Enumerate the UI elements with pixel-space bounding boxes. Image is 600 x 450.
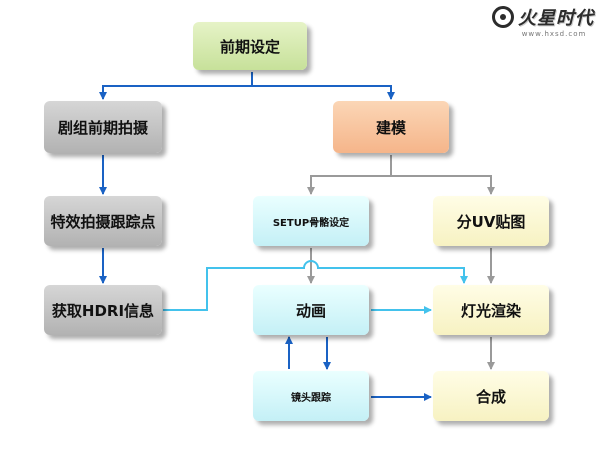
logo-name: 火星时代 — [518, 8, 594, 29]
arrow-setup-to-preshoot — [99, 72, 253, 100]
node-uv: 分UV贴图 — [433, 196, 549, 246]
node-animation: 动画 — [253, 285, 369, 335]
node-hdri: 获取HDRI信息 — [44, 285, 162, 335]
arrow-modeling-to-uv — [391, 175, 495, 195]
node-modeling: 建模 — [333, 101, 449, 153]
node-hdri-label: 获取HDRI信息 — [51, 301, 155, 320]
arrow-hdri-to-lighting — [163, 260, 468, 311]
arrow-modeling-to-rig — [307, 155, 392, 195]
node-animation-label: 动画 — [295, 301, 326, 320]
node-modeling-label: 建模 — [375, 118, 406, 137]
node-camera-tracking-label: 镜头跟踪 — [291, 392, 331, 404]
node-lighting: 灯光渲染 — [433, 285, 549, 335]
node-setup-label: 前期设定 — [219, 37, 280, 56]
node-fx-tracking-label: 特效拍摄跟踪点 — [50, 212, 156, 231]
node-uv-label: 分UV贴图 — [456, 212, 526, 231]
node-fx-tracking: 特效拍摄跟踪点 — [44, 196, 162, 246]
logo-ring-icon — [492, 6, 514, 28]
logo-url: www.hxsd.com — [521, 30, 587, 38]
node-pre-shoot-label: 剧组前期拍摄 — [57, 118, 148, 137]
node-rigging: SETUP骨骼设定 — [253, 196, 369, 246]
node-compositing: 合成 — [433, 371, 549, 421]
node-lighting-label: 灯光渲染 — [460, 301, 521, 320]
logo-mark: 火星时代 — [492, 4, 594, 30]
node-pre-shoot: 剧组前期拍摄 — [44, 101, 162, 153]
node-compositing-label: 合成 — [475, 387, 506, 406]
node-setup: 前期设定 — [193, 22, 307, 70]
node-rigging-label: SETUP骨骼设定 — [272, 217, 350, 229]
watermark-logo: 火星时代 www.hxsd.com — [492, 4, 594, 38]
arrow-setup-to-modeling — [252, 85, 395, 100]
node-camera-tracking: 镜头跟踪 — [253, 371, 369, 421]
